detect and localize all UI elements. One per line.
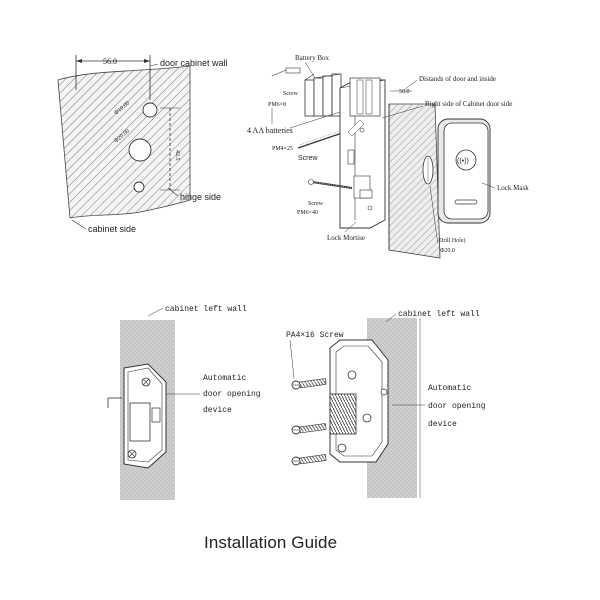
- device-window: [129, 402, 151, 442]
- distance-label: Distands of door and inside: [419, 75, 496, 83]
- battery-box-label: Battery Box: [295, 54, 330, 62]
- device-label-right-2: door opening: [428, 402, 486, 411]
- device-hole-right: [380, 388, 388, 396]
- screw-spec-label: PA4×16 Screw: [286, 331, 344, 340]
- screw-mid: [297, 129, 346, 149]
- screw-top-part: [285, 67, 301, 74]
- rfid-icon: [455, 149, 477, 171]
- pm-mid-label: PM4×25: [272, 146, 293, 152]
- drill-diameter-label: Φ20.0: [440, 248, 455, 254]
- diagram-device-exploded: PA4×16 Screw cabinet left wall Automatic…: [286, 310, 486, 498]
- device-hole-bottom: [337, 443, 347, 453]
- diagram-device-mounted: cabinet left wall Automatic door opening…: [107, 305, 261, 500]
- diagram-lock-assembly: Battery Box Screw PM6×8 4 AA batteries P…: [247, 54, 529, 259]
- device-hole-top: [347, 370, 357, 380]
- opening-device-exploded: [329, 339, 389, 463]
- screw-3: [291, 454, 327, 466]
- screw-top-label: Screw: [283, 91, 299, 97]
- dimension-56: 56.0: [103, 57, 117, 66]
- device-label-left-2: door opening: [203, 390, 261, 399]
- wall-label-right: cabinet left wall: [398, 310, 480, 319]
- batteries-label: 4 AA batteries: [247, 126, 293, 135]
- cabinet-wall-section: [57, 65, 191, 219]
- small-hole: [142, 102, 158, 118]
- hinge-side-label: hinge side: [180, 192, 221, 202]
- opening-device-side: [123, 363, 167, 469]
- diagram-drilling-template: 56.0 door cabinet wall Φ10.00 Φ20.00 42.…: [57, 55, 228, 234]
- screw-low: [308, 179, 353, 189]
- dimension-50: 50.0: [399, 89, 410, 95]
- large-hole: [128, 138, 152, 162]
- wall-label-left: cabinet left wall: [165, 305, 247, 314]
- lock-mortise: [339, 77, 386, 229]
- device-label-right-1: Automatic: [428, 384, 471, 393]
- device-label-left-1: Automatic: [203, 374, 246, 383]
- pm-top-label: PM6×8: [268, 102, 286, 108]
- screw-mid-label: Screw: [298, 155, 318, 162]
- drill-hole-label: (Drill Hole): [437, 237, 466, 244]
- mask-slot: [454, 199, 478, 205]
- page-title: Installation Guide: [204, 533, 338, 552]
- door-wall-section: [388, 103, 441, 259]
- door-wall-label: door cabinet wall: [160, 58, 228, 68]
- cabinet-side-label: cabinet side: [88, 224, 136, 234]
- device-label-right-3: device: [428, 420, 457, 429]
- screw-1: [291, 378, 327, 390]
- device-label-left-3: device: [203, 406, 232, 415]
- vertical-dimension: 42.5: [174, 150, 180, 161]
- screw-2: [291, 423, 327, 435]
- right-side-label: Right side of Cabinet door side: [425, 100, 512, 108]
- lock-mortise-label: Lock Mortise: [327, 234, 365, 242]
- screw-low-label: Screw: [308, 201, 324, 207]
- small-hole-lower: [133, 181, 145, 193]
- rfid-symbol: ((•)): [457, 158, 469, 165]
- pm-low-label: PM6×40: [297, 210, 318, 216]
- device-hole-mid: [362, 413, 372, 423]
- battery-pack: [304, 73, 342, 117]
- device-grille: [329, 393, 357, 435]
- lock-mask-label: Lock Mask: [497, 184, 529, 192]
- lock-mask: ((•)): [437, 118, 491, 224]
